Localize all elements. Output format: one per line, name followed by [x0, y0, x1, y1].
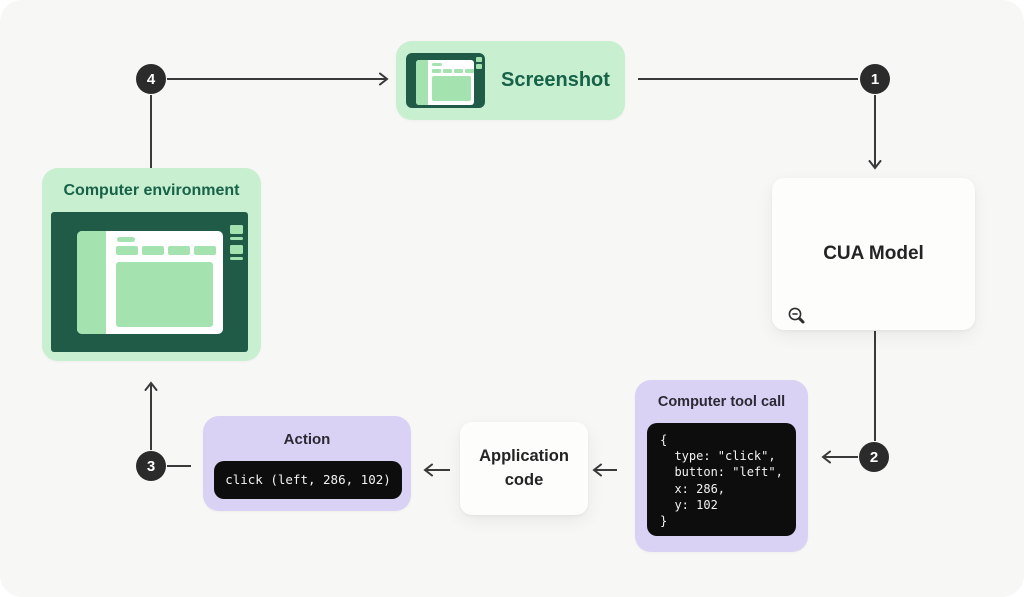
action-node: Action click (left, 286, 102): [203, 416, 411, 511]
screen-panel-icon: [230, 225, 243, 234]
application-code-label: Application code: [479, 446, 569, 489]
window-sidebar: [77, 231, 106, 334]
application-code-node: Application code: [460, 422, 588, 515]
mini-window-tab: [465, 69, 474, 73]
step-badge-3: 3: [136, 451, 166, 481]
window-content: [116, 262, 213, 327]
action-code: click (left, 286, 102): [225, 471, 391, 487]
computer-screen-illustration: [51, 212, 248, 352]
window-tab: [116, 246, 138, 255]
cua-model-label: CUA Model: [823, 243, 924, 264]
window-tab: [142, 246, 164, 255]
mini-window: [416, 60, 474, 105]
tool-call-code: { type: "click", button: "left", x: 286,…: [660, 433, 783, 529]
cua-model-node: CUA Model: [772, 178, 975, 330]
window-titlebar: [117, 237, 135, 242]
mini-window-tab: [454, 69, 463, 73]
browser-window-icon: [406, 53, 485, 108]
computer-environment-label: Computer environment: [63, 182, 240, 199]
computer-environment-node: Computer environment: [42, 168, 261, 361]
step-badge-2: 2: [859, 442, 889, 472]
mini-window-tab: [432, 69, 441, 73]
action-title: Action: [283, 431, 331, 448]
screenshot-node: Screenshot: [396, 41, 625, 120]
screenshot-label: Screenshot: [501, 69, 610, 91]
window-tab: [168, 246, 190, 255]
screen-panel-icon: [230, 245, 243, 254]
step-badge-1: 1: [860, 64, 890, 94]
screen-panel-line: [230, 237, 243, 240]
mini-window-content: [432, 76, 471, 101]
screen-panel-icon: [476, 64, 482, 69]
zoom-out-magnifier-icon: [788, 307, 805, 324]
app-window-illustration: [77, 231, 223, 334]
action-code-block: click (left, 286, 102): [214, 461, 402, 499]
screen-panel-icon: [476, 57, 482, 62]
tool-call-code-block: { type: "click", button: "left", x: 286,…: [647, 423, 796, 536]
computer-tool-call-node: Computer tool call { type: "click", butt…: [635, 380, 808, 552]
computer-tool-call-title: Computer tool call: [657, 394, 786, 410]
mini-window-tab: [443, 69, 452, 73]
step-badge-4: 4: [136, 64, 166, 94]
mini-window-titlebar: [432, 63, 442, 66]
screen-panel-line: [230, 257, 243, 260]
mini-window-sidebar: [416, 60, 428, 105]
window-tab: [194, 246, 216, 255]
